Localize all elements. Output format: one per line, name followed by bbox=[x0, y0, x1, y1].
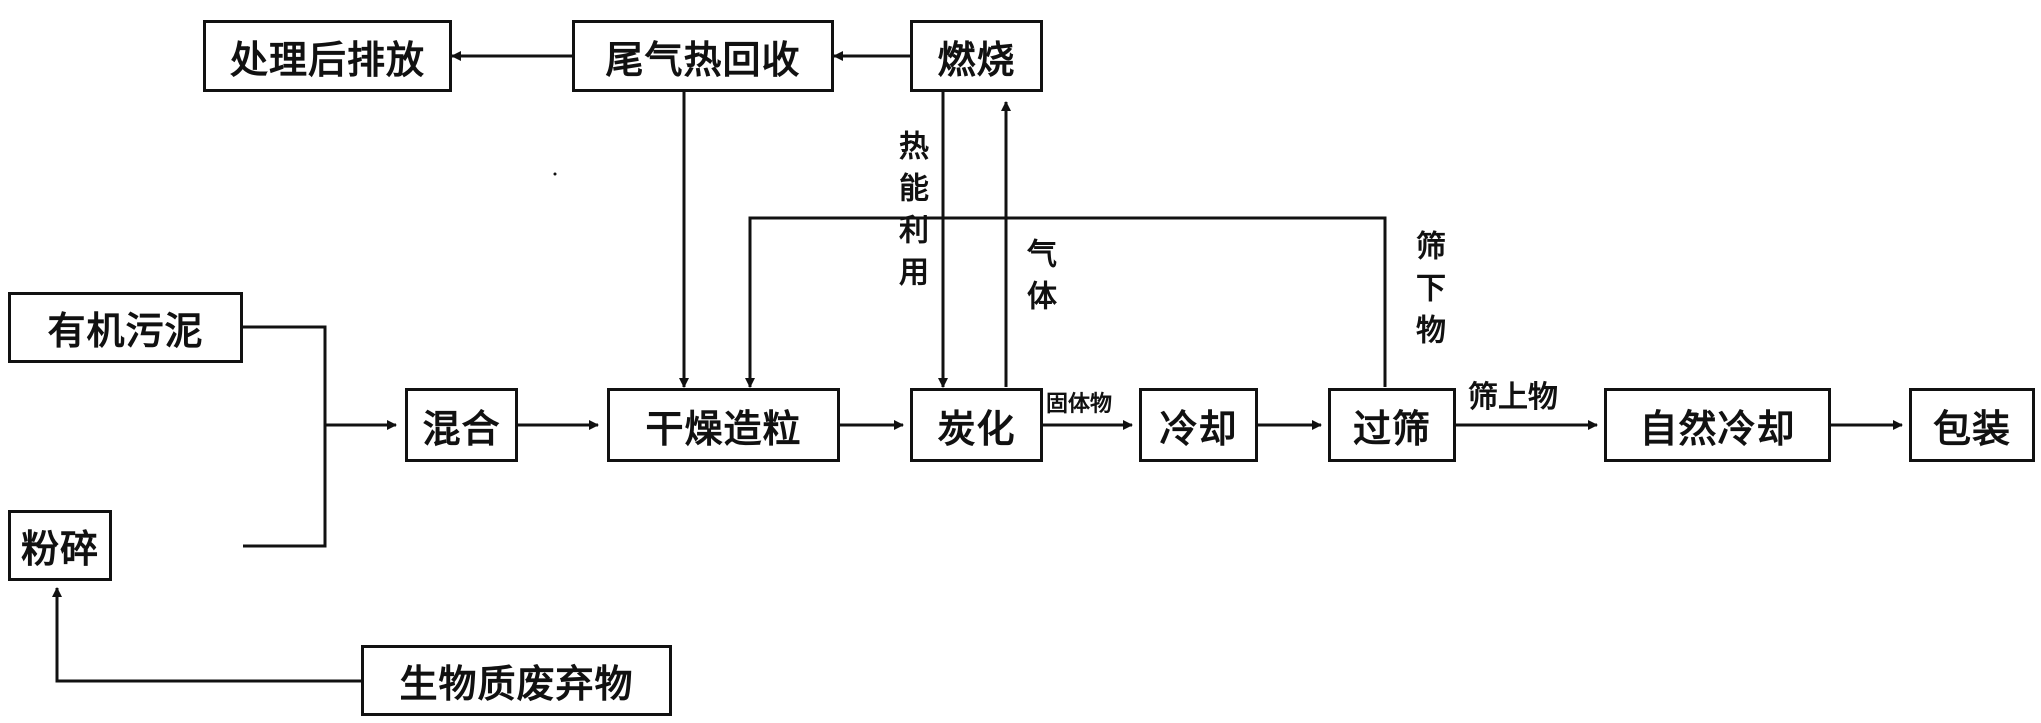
arrow-undersize-to-drying bbox=[745, 216, 1387, 388]
node-crushing: 粉碎 bbox=[8, 510, 112, 581]
node-drying-granulation: 干燥造粒 bbox=[607, 388, 840, 462]
arrow-biomass-to-crushing bbox=[52, 587, 361, 683]
node-screening: 过筛 bbox=[1328, 388, 1456, 462]
node-combustion: 燃烧 bbox=[910, 20, 1043, 92]
label-oversize: 筛上物 bbox=[1468, 380, 1558, 415]
node-natural-cooling: 自然冷却 bbox=[1604, 388, 1831, 462]
label-heat-utilization: 热能利用 bbox=[893, 130, 928, 298]
line-organic-sludge-to-junction bbox=[243, 325, 327, 548]
node-carbonization: 炭化 bbox=[910, 388, 1043, 462]
label-undersize: 筛下物 bbox=[1410, 230, 1445, 356]
node-mixing: 混合 bbox=[405, 388, 518, 462]
node-packaging: 包装 bbox=[1909, 388, 2035, 462]
node-biomass-waste: 生物质废弃物 bbox=[361, 645, 672, 716]
label-gas: 气体 bbox=[1021, 238, 1056, 322]
stray-dot bbox=[553, 172, 557, 176]
node-cooling: 冷却 bbox=[1139, 388, 1258, 462]
label-solid: 固体物 bbox=[1046, 392, 1113, 417]
node-organic-sludge: 有机污泥 bbox=[8, 292, 243, 363]
node-tail-gas-heat-recovery: 尾气热回收 bbox=[572, 20, 834, 92]
node-discharge: 处理后排放 bbox=[203, 20, 452, 92]
